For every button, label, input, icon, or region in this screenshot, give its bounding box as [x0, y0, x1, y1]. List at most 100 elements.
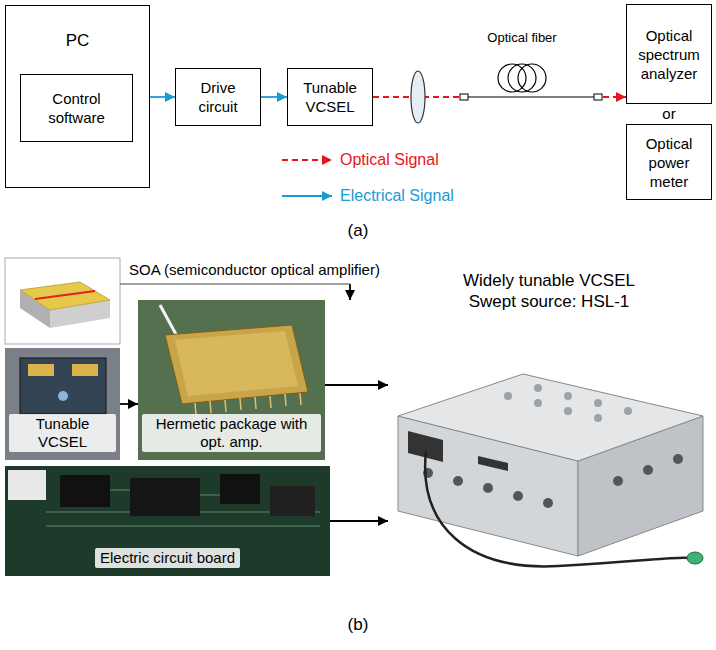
circuit-board-photo: [110, 490, 130, 491]
circuit-board-photo: [220, 474, 260, 504]
swept-source-box: [478, 456, 508, 471]
assembly-arrow: [120, 403, 138, 405]
lens: [411, 71, 425, 123]
optical-fiber: [460, 64, 602, 100]
process-box: Tunable VCSEL: [287, 68, 373, 126]
swept-source-box: [564, 407, 572, 415]
swept-source-box: [513, 491, 523, 501]
optical-fiber: [466, 95, 598, 100]
circuit-board-photo: [130, 478, 200, 516]
chip-photo: Tunable VCSEL: [5, 348, 120, 460]
or-label: or: [640, 104, 698, 124]
swept-source-box: [398, 374, 703, 461]
legend-text: Electrical Signal: [340, 186, 454, 206]
node-text: Drive circuit: [180, 78, 256, 116]
swept-source-box: [453, 476, 463, 486]
hermetic-package-photo: [175, 331, 298, 396]
optical-fiber: [518, 64, 546, 92]
hermetic-package-photo: [195, 393, 301, 415]
node-text: Hermetic package with opt. amp.: [142, 414, 321, 452]
soa-chip-image: [20, 282, 110, 310]
optical-fiber: [594, 94, 602, 100]
vcsel-chip-photo: [5, 348, 120, 460]
node-text: Electric circuit board: [95, 548, 240, 568]
node-text: Optical spectrum analyzer: [631, 26, 707, 83]
swept-source-box: [687, 552, 703, 564]
swept-source-box: [423, 454, 683, 508]
swept-source-box: [534, 384, 542, 392]
electrical-arrow: [261, 96, 287, 98]
vcsel-chip-photo: [28, 364, 54, 376]
hermetic-package-photo: [160, 305, 178, 338]
hermetic-package-photo: [138, 300, 325, 460]
circuit-board-photo: [8, 470, 46, 500]
panel-label: (b): [318, 614, 398, 636]
assembly-arrow: [325, 384, 388, 386]
vcsel-chip-photo: [72, 364, 98, 376]
circuit-board-photo: [60, 475, 110, 507]
swept-source-box: [398, 374, 703, 566]
node-text: Tunable VCSEL: [9, 414, 116, 452]
bracket-line: [120, 284, 350, 285]
vcsel-chip-photo: [58, 391, 68, 401]
optical-fiber: [466, 96, 596, 97]
process-box: Drive circuit: [175, 68, 261, 126]
swept-source-box: [624, 407, 632, 415]
instrument-box: Optical spectrum analyzer: [626, 4, 712, 104]
swept-source-box: [613, 476, 623, 486]
pc-box: PC Control software: [5, 5, 150, 188]
product-photo: Widely tunable VCSEL Swept source: HSL-1: [388, 266, 710, 596]
legend-swatch: [282, 195, 332, 197]
swept-source-box: [425, 451, 690, 566]
package-photo: Hermetic package with opt. amp.: [138, 300, 325, 460]
node-text: Tunable VCSEL: [292, 78, 368, 116]
swept-source-box: [564, 392, 572, 400]
circuit-board-photo: [5, 466, 330, 576]
hermetic-package-photo: [210, 401, 211, 413]
swept-source-box: [594, 399, 602, 407]
swept-source-box: [673, 454, 683, 464]
swept-source-box: [643, 465, 653, 475]
circuit-board-photo: [200, 495, 220, 496]
optical-fiber: [460, 94, 468, 100]
swept-source-box: [504, 392, 512, 400]
panel-label: (a): [318, 220, 398, 242]
node-text: SOA (semiconductor optical amplifier): [129, 261, 380, 279]
hermetic-package-photo: [225, 400, 226, 412]
software-box: Control software: [20, 74, 133, 142]
legend-swatch: [282, 159, 332, 161]
circuit-board-photo: [5, 466, 330, 576]
circuit-board-photo: [270, 486, 315, 516]
component-caption: SOA (semiconductor optical amplifier): [125, 256, 505, 284]
soa-chip-image: [5, 258, 120, 344]
hermetic-package-photo: [255, 397, 256, 409]
hermetic-package-photo: [138, 300, 325, 460]
hermetic-package-photo: [240, 398, 241, 410]
bracket-line: [120, 283, 350, 284]
swept-source-box: [534, 399, 542, 407]
node-text: Control software: [25, 89, 128, 127]
node-text: PC: [66, 30, 90, 51]
instrument-box: Optical power meter: [626, 124, 712, 200]
assembly-arrow: [330, 520, 388, 522]
lens: [411, 71, 425, 123]
soa-chip-image: [5, 258, 120, 344]
swept-source-box: [594, 414, 602, 422]
legend-text: Optical Signal: [340, 150, 439, 170]
hermetic-package-photo: [300, 393, 301, 405]
assembly-arrow: [349, 284, 351, 300]
vcsel-chip-photo: [20, 358, 106, 414]
hermetic-package-photo: [165, 325, 308, 404]
node-text: Optical power meter: [631, 134, 707, 191]
swept-source-box: [504, 384, 632, 422]
fiber-label: Optical fiber: [480, 30, 564, 45]
electrical-arrow: [150, 96, 175, 98]
hermetic-package-photo: [270, 396, 271, 408]
node-text: Widely tunable VCSEL Swept source: HSL-1: [449, 270, 649, 312]
board-photo: Electric circuit board: [5, 466, 330, 576]
circuit-board-photo: [46, 526, 320, 527]
vcsel-chip-photo: [5, 348, 120, 460]
swept-source-box: [483, 483, 493, 493]
hermetic-package-photo: [285, 394, 286, 406]
